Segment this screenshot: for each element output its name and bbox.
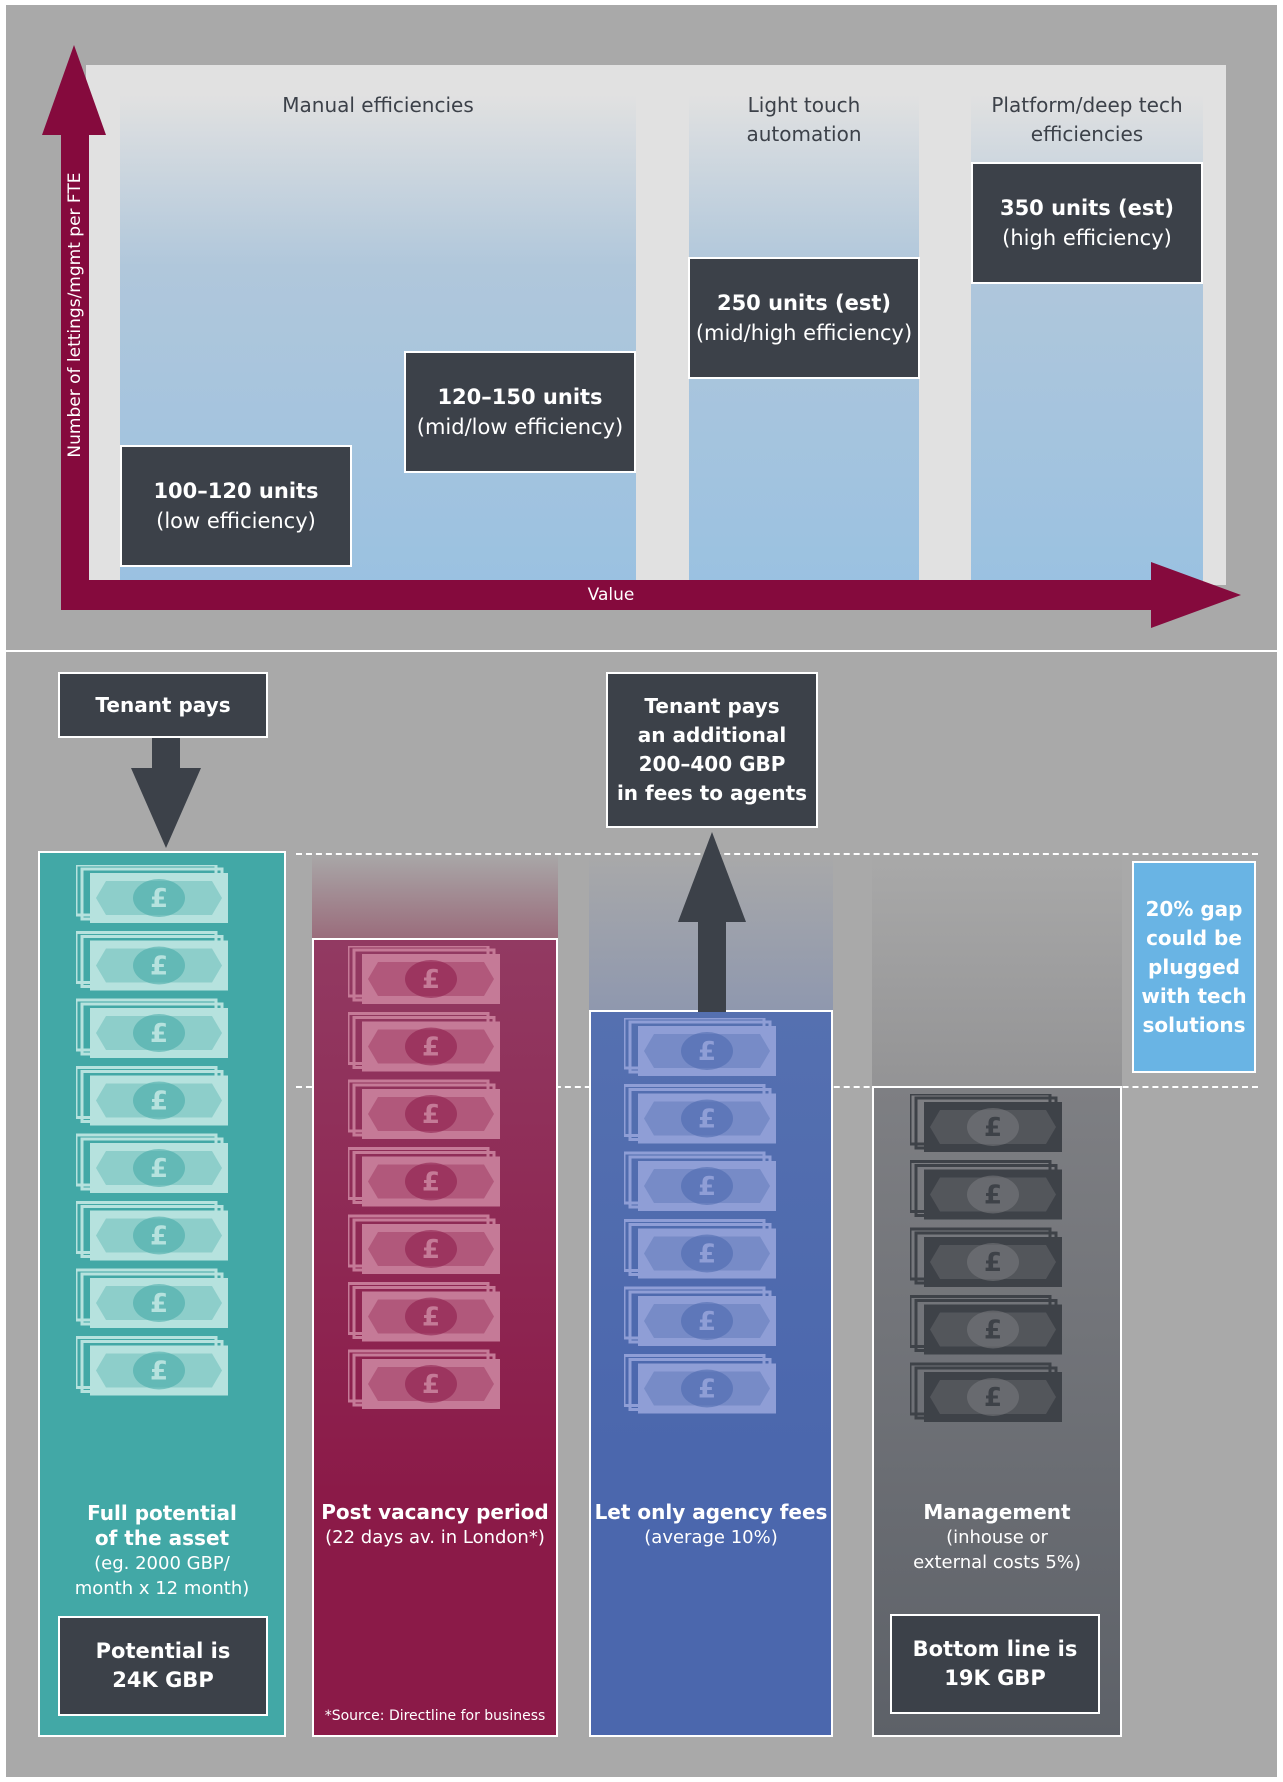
banknote-stack: £ £ £ £ £: [910, 1094, 1062, 1422]
svg-text:£: £: [698, 1307, 716, 1337]
svg-text:£: £: [150, 952, 168, 982]
down-arrow-icon: [131, 738, 201, 848]
column-label-manual: Manual efficiencies: [282, 93, 474, 117]
tenant-pays-additional-box: Tenant pays an additional 200–400 GBP in…: [606, 672, 818, 828]
svg-text:£: £: [422, 1235, 440, 1265]
pound-banknote-icon: £: [348, 1349, 500, 1409]
bar-subtitle: (inhouse or: [946, 1527, 1048, 1548]
pound-banknote-icon: £: [624, 1151, 776, 1211]
svg-text:£: £: [422, 1168, 440, 1198]
bar-agency-fees: £ £ £ £ £ £ Let only agency fees (average 10%…: [589, 1010, 833, 1737]
bar-subtitle: (eg. 2000 GBP/: [94, 1553, 230, 1574]
x-axis-label: Value: [587, 585, 635, 605]
svg-text:£: £: [698, 1240, 716, 1270]
bar-post-vacancy: £ £ £ £ £ £ £ Post vacancy period (22 days av.…: [312, 938, 558, 1737]
pound-banknote-icon: £: [348, 1079, 500, 1139]
svg-text:£: £: [984, 1181, 1002, 1211]
svg-text:£: £: [984, 1113, 1002, 1143]
svg-text:£: £: [150, 1222, 168, 1252]
gap-note-box: 20% gap could be plugged with tech solut…: [1132, 861, 1256, 1073]
bar-subtitle: (average 10%): [644, 1527, 778, 1548]
bar-title: Full potential: [87, 1501, 237, 1525]
svg-text:£: £: [150, 1289, 168, 1319]
y-axis-bar: [61, 130, 89, 610]
pound-banknote-icon: £: [76, 1133, 228, 1193]
pound-banknote-icon: £: [76, 1268, 228, 1328]
svg-text:£: £: [698, 1105, 716, 1135]
svg-text:£: £: [422, 1370, 440, 1400]
svg-text:£: £: [150, 884, 168, 914]
units-box-high: 350 units (est)(high efficiency): [971, 162, 1203, 284]
banknote-stack: £ £ £ £ £ £: [624, 1018, 776, 1414]
y-axis-arrowhead: [42, 45, 106, 135]
pound-banknote-icon: £: [910, 1295, 1062, 1355]
pound-banknote-icon: £: [348, 1147, 500, 1207]
svg-text:£: £: [150, 1357, 168, 1387]
svg-text:£: £: [984, 1248, 1002, 1278]
svg-text:£: £: [698, 1375, 716, 1405]
revenue-gap-panel: £ £ £ £ £ £ £ £ Full potential of the asset (eg…: [6, 652, 1277, 1777]
pound-banknote-icon: £: [76, 1201, 228, 1261]
pound-banknote-icon: £: [348, 1282, 500, 1342]
chart-axes: [42, 45, 1241, 628]
pound-banknote-icon: £: [348, 1012, 500, 1072]
up-arrow-icon: [678, 832, 746, 1012]
bar-title: Post vacancy period: [321, 1500, 549, 1524]
bar-title: Let only agency fees: [594, 1500, 828, 1524]
x-axis-bar: [61, 580, 1161, 610]
bar-title: Management: [923, 1500, 1071, 1524]
units-box-low: 100–120 units(low efficiency): [120, 445, 352, 567]
pound-banknote-icon: £: [624, 1286, 776, 1346]
y-axis-label: Number of lettings/mgmt per FTE: [65, 172, 85, 458]
svg-text:£: £: [422, 1100, 440, 1130]
svg-text:£: £: [422, 965, 440, 995]
svg-text:£: £: [698, 1172, 716, 1202]
bar-management: £ £ £ £ £ Management (inhouse or external co…: [872, 1086, 1122, 1737]
pound-banknote-icon: £: [76, 931, 228, 991]
bar-subtitle: (22 days av. in London*): [325, 1527, 545, 1548]
pound-banknote-icon: £: [910, 1362, 1062, 1422]
svg-text:£: £: [422, 1033, 440, 1063]
svg-text:£: £: [698, 1037, 716, 1067]
pound-banknote-icon: £: [910, 1227, 1062, 1287]
x-axis-arrowhead: [1151, 562, 1241, 628]
bar-full-potential: £ £ £ £ £ £ £ £ Full potential of the asset (eg…: [38, 851, 286, 1737]
pound-banknote-icon: £: [624, 1354, 776, 1414]
svg-text:£: £: [984, 1316, 1002, 1346]
tenant-pays-box: Tenant pays: [58, 672, 268, 738]
pound-banknote-icon: £: [76, 865, 228, 923]
source-note: *Source: Directline for business: [324, 1708, 546, 1724]
svg-text:£: £: [150, 1087, 168, 1117]
units-box-mid-low: 120–150 units(mid/low efficiency): [404, 351, 636, 473]
pound-banknote-icon: £: [76, 1066, 228, 1126]
svg-text:£: £: [150, 1019, 168, 1049]
pound-banknote-icon: £: [624, 1084, 776, 1144]
svg-text:£: £: [984, 1383, 1002, 1413]
pound-banknote-icon: £: [348, 946, 500, 1004]
bar-title-line2: of the asset: [94, 1526, 230, 1550]
pound-banknote-icon: £: [624, 1219, 776, 1279]
pound-banknote-icon: £: [76, 998, 228, 1058]
bar-subtitle-line2: month x 12 month): [74, 1578, 250, 1599]
units-box-mid-high: 250 units (est)(mid/high efficiency): [688, 257, 920, 379]
pound-banknote-icon: £: [910, 1094, 1062, 1152]
pound-banknote-icon: £: [348, 1214, 500, 1274]
banknote-stack: £ £ £ £ £ £ £ £: [76, 865, 228, 1396]
pound-banknote-icon: £: [910, 1160, 1062, 1220]
vacancy-gap-zone: [312, 852, 558, 942]
full-potential-line: [296, 853, 1258, 855]
pound-banknote-icon: £: [624, 1018, 776, 1076]
bar-subtitle-line2: external costs 5%): [913, 1552, 1081, 1573]
svg-text:£: £: [150, 1154, 168, 1184]
banknote-stack: £ £ £ £ £ £ £: [348, 946, 500, 1409]
svg-text:£: £: [422, 1303, 440, 1333]
pound-banknote-icon: £: [76, 1336, 228, 1396]
